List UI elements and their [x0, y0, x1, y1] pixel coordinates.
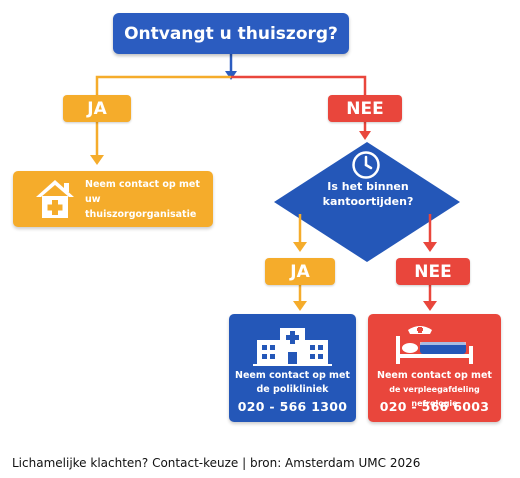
verpleegafdeling-card: Neem contact op met de verpleegafdeling …	[368, 314, 501, 422]
sub-yes-label: JA	[290, 261, 310, 282]
clock-icon	[352, 151, 380, 179]
decision-label: Is het binnen kantoortijden?	[300, 179, 436, 209]
verpleegafdeling-line1: Neem contact op met	[377, 370, 492, 381]
arrow-down-icon	[359, 131, 371, 140]
thuiszorg-line2: uw thuiszorgorganisatie	[85, 193, 197, 220]
question-box: Ontvangt u thuiszorg?	[113, 13, 349, 54]
verpleegafdeling-line2: de verpleegafdeling nefrologie	[389, 385, 480, 408]
arrow-down-icon	[423, 301, 437, 311]
thuiszorg-line1: Neem contact op met	[85, 178, 200, 190]
hospital-building-icon	[253, 328, 332, 366]
arrow-down-icon	[225, 71, 237, 80]
polikliniek-line1: Neem contact op met	[235, 370, 350, 381]
hospital-bed-icon	[396, 326, 473, 364]
house-medical-icon	[36, 180, 74, 218]
source-caption: Lichamelijke klachten? Contact-keuze | b…	[12, 456, 421, 470]
arrow-down-icon	[90, 155, 104, 165]
branch-no-label: NEE	[346, 98, 384, 119]
branch-yes-pill: JA	[63, 95, 131, 122]
decision-line1: Is het binnen	[327, 180, 409, 193]
decision-diamond	[274, 142, 460, 262]
polikliniek-card: Neem contact op met de polikliniek 020 -…	[229, 314, 356, 422]
branch-yes-label: JA	[87, 98, 107, 119]
verpleegafdeling-phone[interactable]: 020 - 566 6003	[379, 399, 490, 414]
thuiszorg-contact-box: Neem contact op met uw thuiszorgorganisa…	[13, 171, 213, 227]
arrow-down-icon	[293, 301, 307, 311]
arrow-down-icon	[423, 242, 437, 252]
sub-no-label: NEE	[414, 261, 452, 282]
sub-yes-pill: JA	[265, 258, 335, 285]
branch-no-pill: NEE	[328, 95, 402, 122]
polikliniek-phone[interactable]: 020 - 566 1300	[237, 399, 348, 414]
decision-line2: kantoortijden?	[322, 195, 414, 208]
sub-no-pill: NEE	[396, 258, 470, 285]
arrow-down-icon	[293, 242, 307, 252]
question-text: Ontvangt u thuiszorg?	[124, 23, 338, 44]
polikliniek-line2: de polikliniek	[256, 384, 329, 395]
